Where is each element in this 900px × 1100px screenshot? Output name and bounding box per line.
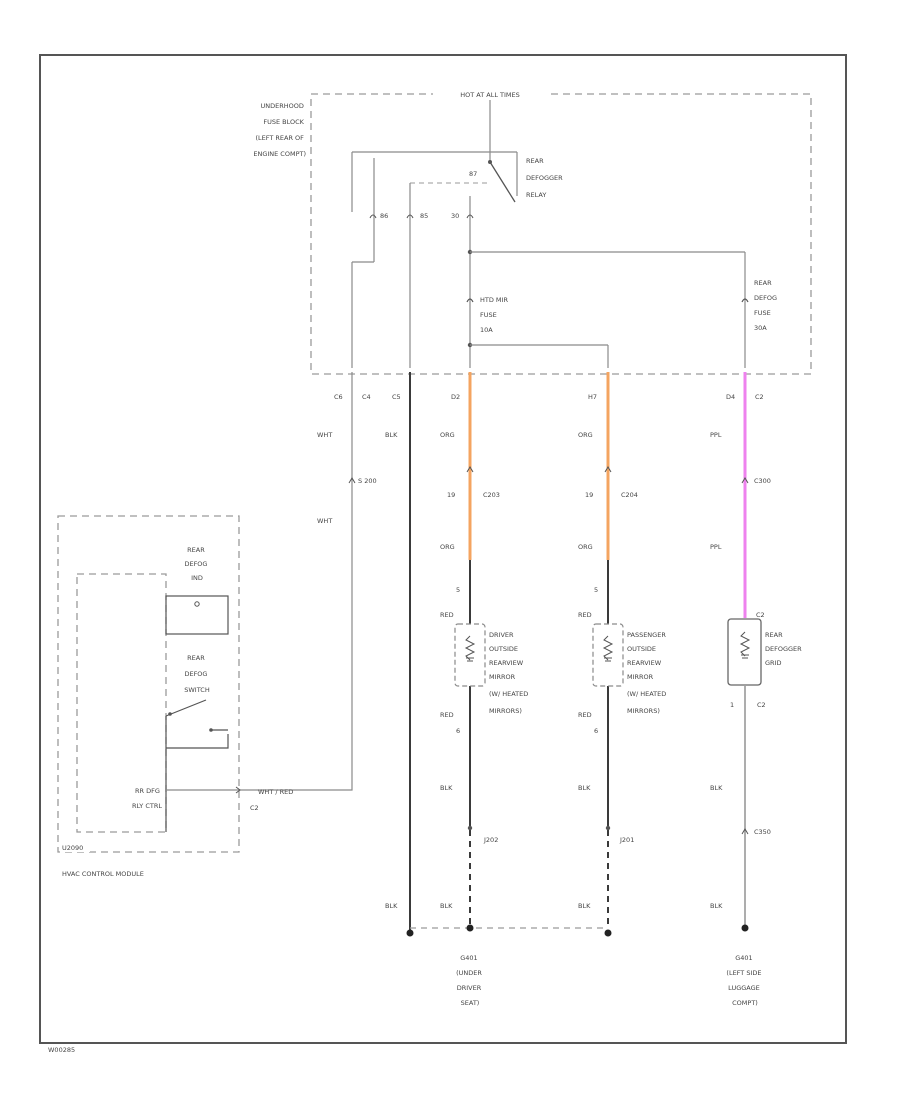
rear-defog-switch-label: REAR DEFOG SWITCH bbox=[184, 654, 210, 694]
svg-text:PPL: PPL bbox=[710, 543, 722, 551]
svg-text:C2: C2 bbox=[757, 701, 766, 709]
rear-defogger-label: REAR DEFOGGER GRID bbox=[765, 631, 804, 667]
rear-defog-switch bbox=[165, 716, 229, 749]
svg-text:BLK: BLK bbox=[440, 784, 453, 792]
svg-text:RED: RED bbox=[578, 711, 592, 719]
ground-point bbox=[604, 929, 612, 937]
svg-text:5: 5 bbox=[594, 586, 598, 594]
defog-fuse-label: REAR DEFOG FUSE 30A bbox=[754, 279, 779, 332]
hvac-module-label: HVAC CONTROL MODULE bbox=[62, 870, 144, 878]
svg-text:BLK: BLK bbox=[385, 902, 398, 910]
driver-mirror: DRIVER OUTSIDE REARVIEW MIRROR (W/ HEATE… bbox=[454, 623, 530, 715]
svg-text:30: 30 bbox=[451, 212, 459, 220]
svg-text:ORG: ORG bbox=[440, 543, 455, 551]
svg-text:85: 85 bbox=[420, 212, 428, 220]
blk-ground-wire-c5: BLK BLK bbox=[385, 372, 411, 930]
hot-at-all-times-label: HOT AT ALL TIMES bbox=[460, 91, 520, 99]
hvac-module-outline bbox=[57, 515, 240, 853]
fuse-block-outline bbox=[310, 93, 812, 375]
fuse-block-pins: C6 C4 C5 D2 H7 D4 C2 bbox=[334, 393, 764, 401]
svg-text:1: 1 bbox=[730, 701, 734, 709]
rear-defogger-grid: REAR DEFOGGER GRID bbox=[727, 618, 804, 686]
svg-text:BLK: BLK bbox=[578, 902, 591, 910]
ground-point bbox=[741, 924, 749, 932]
ground-g401b-label: G401 (LEFT SIDE LUGGAGE COMPT) bbox=[726, 954, 763, 1007]
svg-text:5: 5 bbox=[456, 586, 460, 594]
svg-text:S 200: S 200 bbox=[358, 477, 377, 485]
svg-text:BLK: BLK bbox=[710, 902, 723, 910]
relay-label: REAR DEFOGGER RELAY bbox=[526, 157, 565, 199]
svg-text:RED: RED bbox=[440, 711, 454, 719]
svg-text:J201: J201 bbox=[619, 836, 634, 844]
svg-text:ORG: ORG bbox=[578, 431, 593, 439]
svg-text:C204: C204 bbox=[621, 491, 638, 499]
svg-text:87: 87 bbox=[469, 170, 477, 178]
svg-text:BLK: BLK bbox=[578, 784, 591, 792]
hvac-control-module: REAR DEFOG IND REAR DEFOG SWITCH RR DFG … bbox=[57, 515, 259, 878]
fuse-block: HOT AT ALL TIMES UNDERHOOD FUSE BLOCK (L… bbox=[253, 89, 812, 401]
hvac-badge: U2090 bbox=[62, 844, 83, 852]
driver-mirror-label: DRIVER OUTSIDE REARVIEW MIRROR (W/ HEATE… bbox=[489, 631, 530, 715]
svg-text:C203: C203 bbox=[483, 491, 500, 499]
footer-code: W00285 bbox=[48, 1046, 75, 1054]
svg-text:WHT / RED: WHT / RED bbox=[258, 788, 293, 796]
rear-defog-indicator bbox=[165, 595, 229, 635]
svg-text:C350: C350 bbox=[754, 828, 771, 836]
svg-text:ORG: ORG bbox=[440, 431, 455, 439]
mirror-fuse bbox=[466, 298, 474, 303]
hvac-inner-outline bbox=[76, 573, 167, 833]
svg-text:C2: C2 bbox=[756, 611, 765, 619]
svg-text:RED: RED bbox=[440, 611, 454, 619]
passenger-mirror-label: PASSENGER OUTSIDE REARVIEW MIRROR (W/ HE… bbox=[627, 631, 668, 715]
svg-text:PPL: PPL bbox=[710, 431, 722, 439]
svg-text:C2: C2 bbox=[250, 804, 259, 812]
svg-text:BLK: BLK bbox=[440, 902, 453, 910]
svg-text:BLK: BLK bbox=[385, 431, 398, 439]
svg-text:6: 6 bbox=[594, 727, 598, 735]
svg-text:WHT: WHT bbox=[317, 431, 332, 439]
relay-contact bbox=[489, 161, 516, 203]
svg-text:BLK: BLK bbox=[710, 784, 723, 792]
diagram-frame bbox=[39, 54, 847, 1044]
ground-point bbox=[406, 929, 414, 937]
svg-text:C300: C300 bbox=[754, 477, 771, 485]
svg-text:RED: RED bbox=[578, 611, 592, 619]
rear-defog-relay-control-label: RR DFG RLY CTRL bbox=[132, 787, 162, 810]
ground-point bbox=[466, 924, 474, 932]
defog-fuse bbox=[741, 298, 749, 303]
svg-text:19: 19 bbox=[447, 491, 455, 499]
svg-text:J202: J202 bbox=[483, 836, 498, 844]
mirror-fuse-label: HTD MIR FUSE 10A bbox=[480, 296, 510, 334]
svg-text:19: 19 bbox=[585, 491, 593, 499]
rear-defog-indicator-label: REAR DEFOG IND bbox=[184, 546, 209, 582]
passenger-mirror-wire: ORG 19 C204 ORG 5 RED RED 6 BLK J201 BLK bbox=[578, 372, 638, 925]
wht-control-wire: WHT S 200 WHT WHT / RED bbox=[240, 372, 377, 796]
svg-text:ORG: ORG bbox=[578, 543, 593, 551]
passenger-mirror: PASSENGER OUTSIDE REARVIEW MIRROR (W/ HE… bbox=[592, 623, 668, 715]
svg-text:86: 86 bbox=[380, 212, 388, 220]
driver-mirror-wire: ORG 19 C203 ORG 5 RED RED 6 BLK J202 BLK bbox=[440, 372, 500, 925]
ground-g401-label: G401 (UNDER DRIVER SEAT) bbox=[456, 954, 484, 1007]
svg-text:6: 6 bbox=[456, 727, 460, 735]
rear-defogger-wire: PPL C300 PPL C2 1 C2 BLK C350 BLK bbox=[710, 372, 771, 925]
ground-bus bbox=[406, 924, 749, 937]
fuse-block-label: UNDERHOOD FUSE BLOCK (LEFT REAR OF ENGIN… bbox=[253, 102, 306, 158]
svg-text:WHT: WHT bbox=[317, 517, 332, 525]
